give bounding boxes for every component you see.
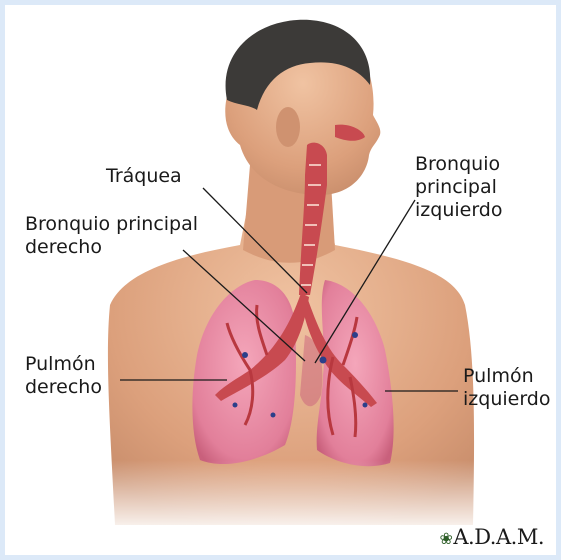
ear xyxy=(276,107,300,147)
right-lung-label-line-2: derecho xyxy=(25,376,102,399)
left-bronchus-label-line-3: izquierdo xyxy=(415,199,503,222)
left-bronchus-label: Bronquio principal izquierdo xyxy=(415,153,503,222)
right-bronchus-label-line-1: Bronquio principal xyxy=(25,213,198,236)
adam-logo-text: A.D.A.M. xyxy=(453,525,544,549)
trachea-label: Tráquea xyxy=(106,165,182,188)
right-bronchus-label: Bronquio principal derecho xyxy=(25,213,198,259)
left-lung-label-line-1: Pulmón xyxy=(463,365,551,388)
respiratory-illustration xyxy=(5,5,556,555)
right-lung-label-line-1: Pulmón xyxy=(25,353,102,376)
left-lung-label-line-2: izquierdo xyxy=(463,388,551,411)
left-bronchus-label-line-2: principal xyxy=(415,176,503,199)
left-lung-label: Pulmón izquierdo xyxy=(463,365,551,411)
right-lung-label: Pulmón derecho xyxy=(25,353,102,399)
leaf-icon: ❀ xyxy=(439,529,452,548)
right-bronchus-label-line-2: derecho xyxy=(25,236,198,259)
left-bronchus-label-line-1: Bronquio xyxy=(415,153,503,176)
adam-logo: ❀A.D.A.M. xyxy=(439,525,544,549)
